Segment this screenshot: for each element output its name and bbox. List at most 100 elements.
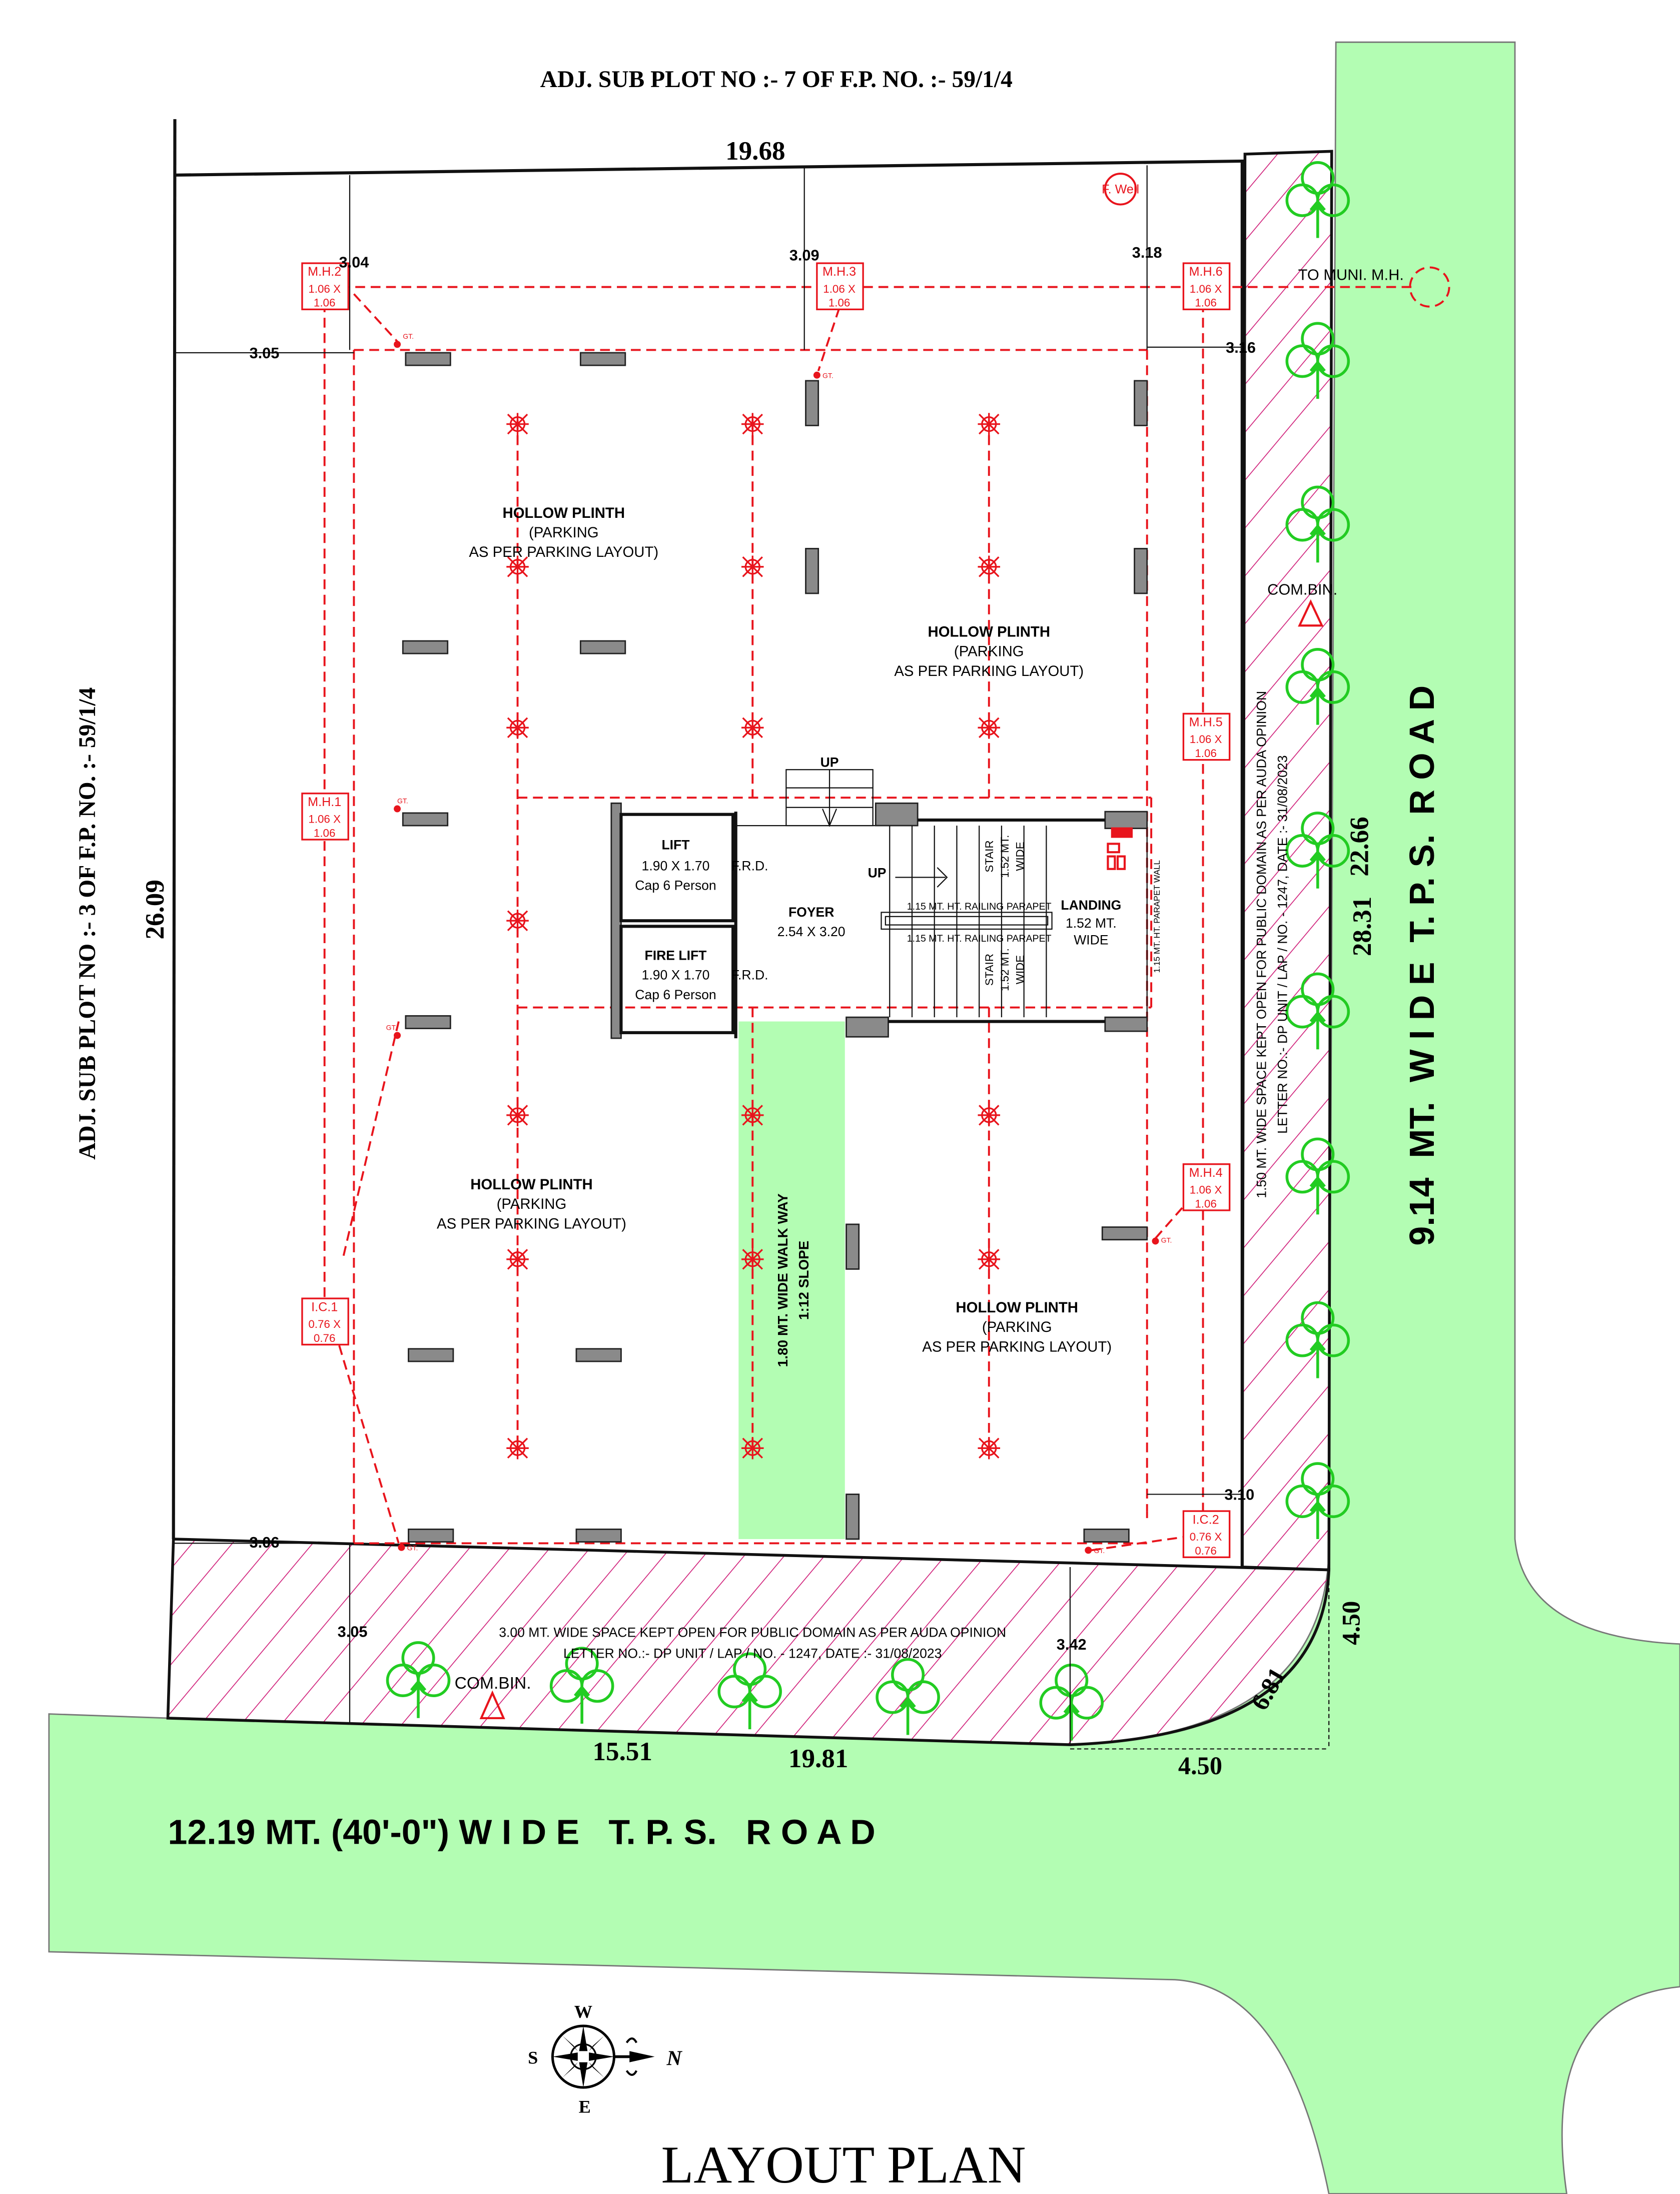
svg-text:3.05: 3.05: [338, 1623, 368, 1641]
dimension-lines: [173, 165, 1330, 1750]
svg-text:WIDE: WIDE: [1014, 955, 1027, 984]
svg-text:I.C.1: I.C.1: [311, 1300, 338, 1314]
svg-text:M.H.5: M.H.5: [1189, 715, 1223, 729]
svg-text:GT.: GT.: [397, 797, 408, 805]
svg-text:1.06: 1.06: [828, 297, 851, 309]
svg-text:1.06 X: 1.06 X: [1190, 1183, 1222, 1196]
svg-text:LIFT: LIFT: [661, 838, 689, 853]
svg-text:M.H.6: M.H.6: [1189, 265, 1223, 279]
svg-text:1.90 X 1.70: 1.90 X 1.70: [642, 859, 710, 874]
drainage-lines: [323, 266, 1450, 1552]
inspection-chamber-ic1: I.C.10.76 X0.76: [301, 1297, 349, 1346]
core-block: [610, 769, 1148, 1039]
svg-text:3.04: 3.04: [339, 253, 369, 271]
svg-text:FOYER: FOYER: [788, 905, 834, 920]
manhole-mh6: M.H.6 1.06 X 1.06: [1182, 262, 1231, 311]
svg-text:FIRE LIFT: FIRE LIFT: [645, 948, 707, 963]
svg-text:STAIR: STAIR: [983, 954, 996, 986]
svg-text:4.50: 4.50: [1337, 1601, 1365, 1645]
svg-text:1.50 MT. WIDE SPACE KEPT OPEN: 1.50 MT. WIDE SPACE KEPT OPEN FOR PUBLIC…: [1254, 691, 1269, 1198]
svg-text:STAIR: STAIR: [983, 840, 996, 872]
open-space-bottom-hatch: [166, 1538, 1331, 1746]
svg-text:3.10: 3.10: [1224, 1486, 1254, 1504]
com-bin-icon: [479, 1690, 505, 1720]
svg-text:1.06 X: 1.06 X: [308, 813, 341, 825]
svg-text:1.15 MT. HT. PARAPET WALL: 1.15 MT. HT. PARAPET WALL: [1152, 860, 1162, 973]
svg-text:AS PER PARKING LAYOUT): AS PER PARKING LAYOUT): [469, 544, 658, 560]
svg-text:2.54 X 3.20: 2.54 X 3.20: [777, 924, 846, 939]
svg-text:W: W: [574, 2001, 592, 2021]
svg-text:GT.: GT.: [386, 1023, 397, 1031]
svg-text:1.80 MT. WIDE WALK WAY: 1.80 MT. WIDE WALK WAY: [775, 1193, 790, 1367]
svg-text:1.52 MT.: 1.52 MT.: [999, 948, 1011, 991]
com-bin-icon: [1298, 599, 1324, 627]
svg-text:HOLLOW PLINTH: HOLLOW PLINTH: [470, 1176, 593, 1193]
svg-text:1.52 MT.: 1.52 MT.: [999, 835, 1011, 878]
manhole-mh5: M.H.51.06 X1.06: [1182, 712, 1231, 761]
svg-text:F. Well: F. Well: [1102, 182, 1139, 196]
svg-text:M.H.1: M.H.1: [308, 795, 341, 809]
well-icon: F. Well: [1102, 173, 1139, 206]
plot-boundary: [172, 119, 1245, 1567]
svg-text:UP: UP: [868, 866, 887, 881]
walkway-labels: 1.80 MT. WIDE WALK WAY 1:12 SLOPE: [775, 1193, 811, 1367]
svg-text:N: N: [666, 2047, 683, 2070]
svg-text:WIDE: WIDE: [1014, 842, 1027, 871]
manhole-mh2: M.H.2 1.06 X 1.06: [301, 262, 349, 311]
svg-text:WIDE: WIDE: [1074, 933, 1108, 948]
north-compass: W S E N: [528, 2001, 682, 2116]
parking-labels: HOLLOW PLINTH (PARKING AS PER PARKING LAYO…: [437, 505, 1112, 1355]
svg-text:F.R.D.: F.R.D.: [731, 859, 768, 874]
open-space-notes: 3.00 MT. WIDE SPACE KEPT OPEN FOR PUBLIC…: [499, 691, 1290, 1661]
svg-text:19.81: 19.81: [788, 1744, 849, 1773]
svg-text:S: S: [528, 2048, 538, 2068]
inspection-chamber-ic2: I.C.20.76 X0.76: [1182, 1510, 1231, 1559]
svg-text:(PARKING: (PARKING: [954, 643, 1024, 660]
svg-text:0.76: 0.76: [1195, 1545, 1217, 1557]
svg-text:1.90 X 1.70: 1.90 X 1.70: [642, 968, 710, 983]
svg-text:UP: UP: [820, 755, 839, 770]
svg-text:26.09: 26.09: [141, 880, 170, 940]
svg-text:GT.: GT.: [403, 332, 414, 340]
com-bin-label-right: COM.BIN.: [1267, 581, 1337, 598]
svg-text:3.00 MT. WIDE SPACE KEPT OPEN: 3.00 MT. WIDE SPACE KEPT OPEN FOR PUBLIC…: [499, 1625, 1006, 1640]
svg-text:1.06: 1.06: [1195, 297, 1217, 309]
svg-text:19.68: 19.68: [725, 137, 785, 166]
svg-text:3.16: 3.16: [1226, 339, 1256, 356]
manhole-mh3: M.H.31.06 X1.06: [816, 262, 864, 311]
svg-text:3.42: 3.42: [1057, 1636, 1087, 1653]
svg-text:M.H.4: M.H.4: [1189, 1166, 1223, 1180]
manhole-mh4: M.H.4 1.06 X1.06: [1182, 1163, 1231, 1211]
svg-text:1.06: 1.06: [1195, 1197, 1217, 1210]
svg-text:AS PER PARKING LAYOUT): AS PER PARKING LAYOUT): [894, 663, 1084, 679]
road-label-bottom: 12.19 MT. (40'-0") W I D E T. P. S. R O …: [168, 1813, 876, 1852]
svg-text:LANDING: LANDING: [1061, 898, 1121, 913]
svg-text:1.06 X: 1.06 X: [308, 283, 341, 295]
svg-text:15.51: 15.51: [592, 1737, 652, 1766]
muni-mh-label: TO MUNI. M.H.: [1298, 266, 1404, 284]
svg-text:GT.: GT.: [1094, 1547, 1105, 1555]
svg-text:(PARKING: (PARKING: [529, 524, 599, 541]
manholes: M.H.21.06 X1.06 M.H.31.06 X1.06 M.H.61.0…: [301, 262, 1231, 1559]
svg-text:E: E: [579, 2096, 591, 2116]
svg-text:HOLLOW PLINTH: HOLLOW PLINTH: [956, 1299, 1078, 1316]
svg-text:1.15 MT. HT. RAILING PARAPET: 1.15 MT. HT. RAILING PARAPET: [907, 933, 1052, 944]
svg-text:M.H.2: M.H.2: [308, 265, 341, 279]
com-bin-label-bottom: COM.BIN.: [455, 1674, 531, 1693]
svg-text:1.06: 1.06: [314, 297, 336, 309]
svg-text:0.76: 0.76: [314, 1332, 336, 1344]
svg-text:(PARKING: (PARKING: [982, 1319, 1052, 1335]
svg-text:M.H.3: M.H.3: [822, 265, 856, 279]
structural-columns: [402, 352, 1148, 1543]
svg-text:3.06: 3.06: [250, 1534, 280, 1551]
svg-text:(PARKING: (PARKING: [497, 1196, 567, 1212]
svg-text:4.50: 4.50: [1178, 1752, 1222, 1780]
drawing-title: LAYOUT PLAN: [661, 2135, 1026, 2194]
svg-text:0.76 X: 0.76 X: [1190, 1531, 1222, 1543]
gully-traps: GT. GT. GT. GT. GT. GT. GT.: [386, 332, 1172, 1555]
svg-text:HOLLOW PLINTH: HOLLOW PLINTH: [503, 505, 625, 521]
svg-text:1.06 X: 1.06 X: [1190, 283, 1222, 295]
svg-text:1.52 MT.: 1.52 MT.: [1066, 916, 1117, 931]
svg-text:HOLLOW PLINTH: HOLLOW PLINTH: [928, 624, 1050, 640]
svg-text:1.06: 1.06: [1195, 747, 1217, 760]
